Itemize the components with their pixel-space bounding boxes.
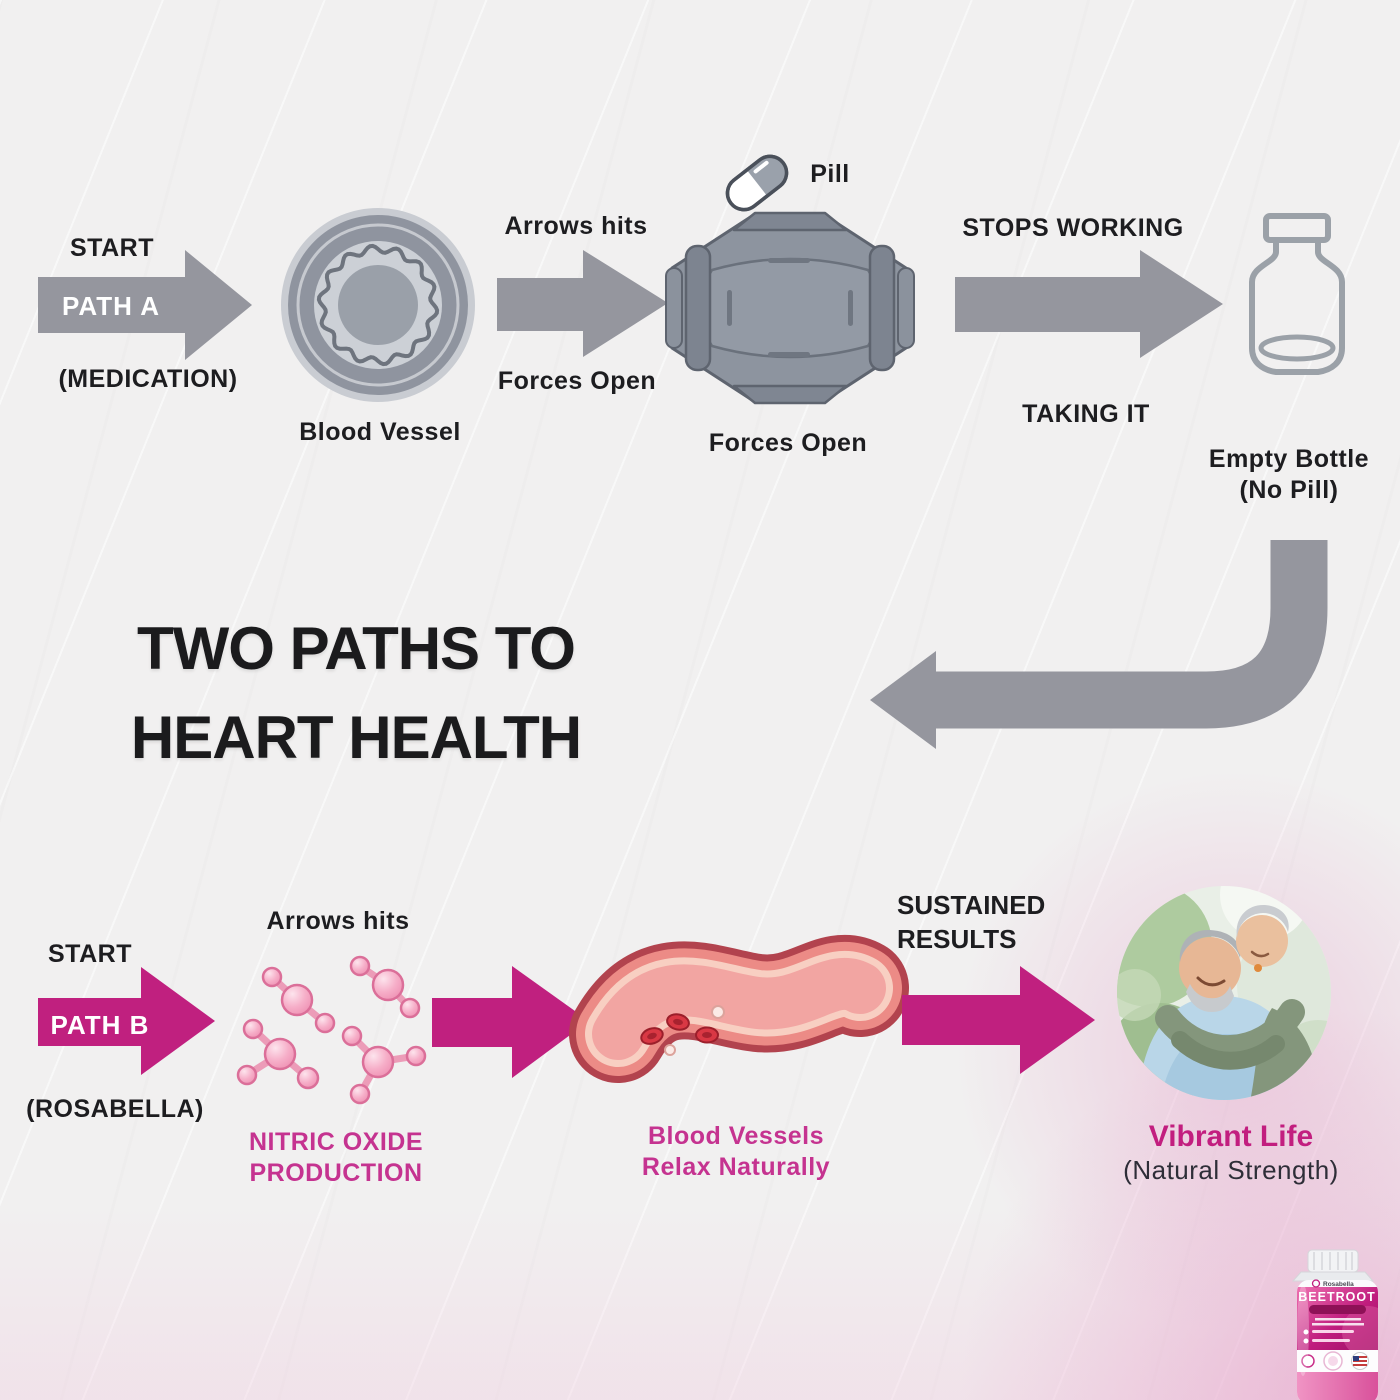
taking-it-label: TAKING IT	[1022, 400, 1150, 428]
arrows-hits-label-a: Arrows hits	[504, 212, 648, 240]
pill-label: Pill	[810, 160, 850, 188]
path-b-arrow-2	[432, 966, 589, 1078]
molecules-icon	[236, 955, 427, 1105]
sustained-results-label: SUSTAINED RESULTS	[897, 888, 1045, 956]
path-a-variant-label: (MEDICATION)	[58, 365, 238, 393]
product-name: BEETROOT	[1298, 1290, 1375, 1304]
nitric-oxide-caption-line1: NITRIC OXIDE	[248, 1128, 424, 1156]
nitric-oxide-caption: NITRIC OXIDE PRODUCTION	[249, 1127, 423, 1189]
pill-icon	[725, 154, 789, 212]
product-brand: Rosabella	[1323, 1281, 1354, 1288]
sustained-results-line1: SUSTAINED	[897, 890, 1046, 920]
path-b-start-label: START	[48, 940, 132, 968]
path-a-arrow-2	[497, 250, 668, 357]
empty-bottle-caption-line1: Empty Bottle	[1208, 445, 1370, 473]
path-a-start-label: START	[70, 234, 154, 262]
relaxed-vessel-icon	[569, 934, 909, 1083]
stops-working-label: STOPS WORKING	[962, 214, 1184, 242]
relaxed-vessel-caption: Blood Vessels Relax Naturally	[642, 1121, 830, 1183]
empty-bottle-caption-line2: (No Pill)	[1239, 476, 1339, 504]
path-b-arrow-label: PATH B	[50, 1010, 150, 1040]
empty-bottle-icon	[1249, 213, 1345, 375]
product-bottle: Rosabella BEETROOT	[1291, 1249, 1378, 1400]
blood-vessel-icon	[281, 208, 475, 402]
forced-vessel-icon	[665, 211, 915, 405]
path-a-arrow-3	[955, 250, 1223, 358]
forced-vessel-caption: Forces Open	[708, 429, 868, 457]
page-title-line1: TWO PATHS TO	[137, 615, 576, 682]
path-b-variant-label: (ROSABELLA)	[26, 1095, 204, 1123]
page-title: TWO PATHS TO HEART HEALTH	[130, 604, 582, 782]
page-title-line2: HEART HEALTH	[130, 704, 582, 771]
forces-open-label-arrow: Forces Open	[497, 367, 657, 395]
nitric-oxide-caption-line2: PRODUCTION	[249, 1159, 423, 1187]
blood-vessel-caption: Blood Vessel	[299, 418, 461, 446]
couple-photo	[1117, 886, 1331, 1100]
path-b-arrow-3	[902, 966, 1095, 1074]
path-a-arrow-label: PATH A	[62, 291, 160, 321]
natural-strength-caption: (Natural Strength)	[1123, 1155, 1339, 1185]
vibrant-life-caption: Vibrant Life	[1148, 1120, 1314, 1153]
empty-bottle-caption: Empty Bottle (No Pill)	[1209, 444, 1369, 506]
us-flag-icon	[1353, 1356, 1367, 1366]
arrows-hits-label-b: Arrows hits	[266, 907, 410, 935]
sustained-results-line2: RESULTS	[897, 924, 1017, 954]
relaxed-vessel-caption-line2: Relax Naturally	[641, 1153, 831, 1181]
relaxed-vessel-caption-line1: Blood Vessels	[647, 1122, 825, 1150]
curved-return-arrow	[870, 540, 1328, 749]
